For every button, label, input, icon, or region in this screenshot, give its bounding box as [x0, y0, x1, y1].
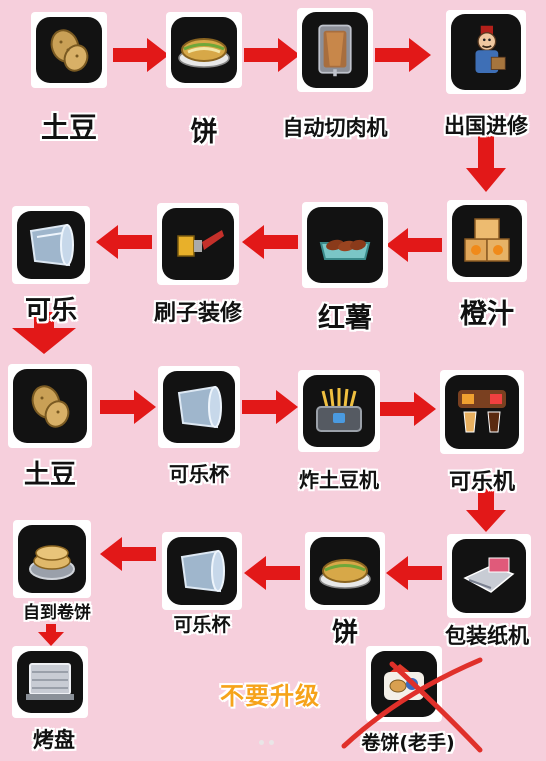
- meat-slicer-icon: [318, 24, 352, 77]
- node-tile: [166, 12, 242, 88]
- node-label: 自动切肉机: [282, 116, 388, 140]
- node-label: 出国进修: [444, 114, 528, 138]
- cross-mark: [341, 657, 483, 753]
- node-label: 土豆: [40, 111, 97, 144]
- node-tile: [12, 206, 90, 284]
- node-label: 自到卷饼: [23, 603, 91, 623]
- node-label: 红薯: [318, 303, 372, 334]
- node-tile: [447, 534, 531, 618]
- node-tile: [158, 366, 240, 448]
- node-label: 可乐机: [448, 470, 515, 495]
- node-label: 橙汁: [460, 299, 514, 330]
- page-dot[interactable]: [259, 740, 264, 745]
- baking-tray-icon: [26, 663, 74, 700]
- arrow-left: [386, 556, 442, 590]
- no-upgrade-note: 不要升级: [220, 682, 320, 710]
- paint-brush-icon: [177, 230, 224, 257]
- node-label: 土豆: [23, 460, 76, 490]
- page-indicator: [259, 740, 274, 745]
- node-tile: [31, 12, 107, 88]
- arrow-down: [12, 312, 76, 354]
- arrow-left: [244, 556, 300, 590]
- node-label: 饼: [331, 618, 358, 648]
- node-label: 卷饼(老手): [361, 732, 455, 754]
- wrapper-machine-icon: [463, 557, 515, 593]
- auto-wrap-icon: [29, 545, 75, 580]
- sweet-potato-tray-icon: [319, 239, 371, 260]
- arrow-right: [242, 390, 298, 424]
- arrow-left: [242, 225, 298, 259]
- arrow-down: [466, 486, 506, 532]
- fryer-icon: [316, 388, 362, 432]
- arrow-left: [386, 228, 442, 262]
- potato-icon: [31, 385, 70, 428]
- node-label: 刷子装修: [153, 301, 242, 326]
- cup-icon: [29, 223, 74, 267]
- node-tile: [446, 10, 526, 94]
- node-tile: [12, 646, 88, 718]
- node-tile: [440, 370, 524, 454]
- node-tile: [298, 370, 380, 452]
- arrow-left: [100, 537, 156, 571]
- arrow-right: [375, 38, 431, 72]
- flatbread-icon: [178, 38, 230, 68]
- arrow-right: [380, 392, 436, 426]
- potato-icon: [50, 29, 89, 72]
- node-tile: [157, 203, 239, 285]
- node-label: 可乐杯: [169, 462, 229, 486]
- node-label: 烤盘: [33, 728, 75, 752]
- arrow-left: [96, 225, 152, 259]
- cup-icon: [177, 385, 222, 429]
- flatbread-icon: [319, 559, 371, 589]
- cup-icon: [180, 549, 225, 593]
- node-label: 可乐: [24, 296, 77, 326]
- page-dot[interactable]: [269, 740, 274, 745]
- node-tile: [305, 532, 385, 610]
- arrow-down: [466, 136, 506, 192]
- node-tile: [8, 364, 92, 448]
- node-tile: [297, 8, 373, 92]
- node-tile: [302, 202, 388, 288]
- traveler-character-icon: [475, 25, 506, 73]
- arrow-right: [100, 390, 156, 424]
- orange-juice-crates-icon: [464, 218, 510, 262]
- node-label: 包装纸机: [445, 624, 529, 648]
- cola-machine-icon: [458, 390, 506, 433]
- arrow-right: [244, 38, 300, 72]
- arrow-down: [38, 624, 64, 646]
- node-tile: [13, 520, 91, 598]
- node-label: 炸土豆机: [299, 468, 379, 492]
- node-tile: [162, 532, 242, 610]
- node-label: 可乐杯: [173, 614, 231, 636]
- node-label: 饼: [190, 117, 218, 148]
- node-tile: [447, 200, 527, 282]
- arrow-right: [113, 38, 169, 72]
